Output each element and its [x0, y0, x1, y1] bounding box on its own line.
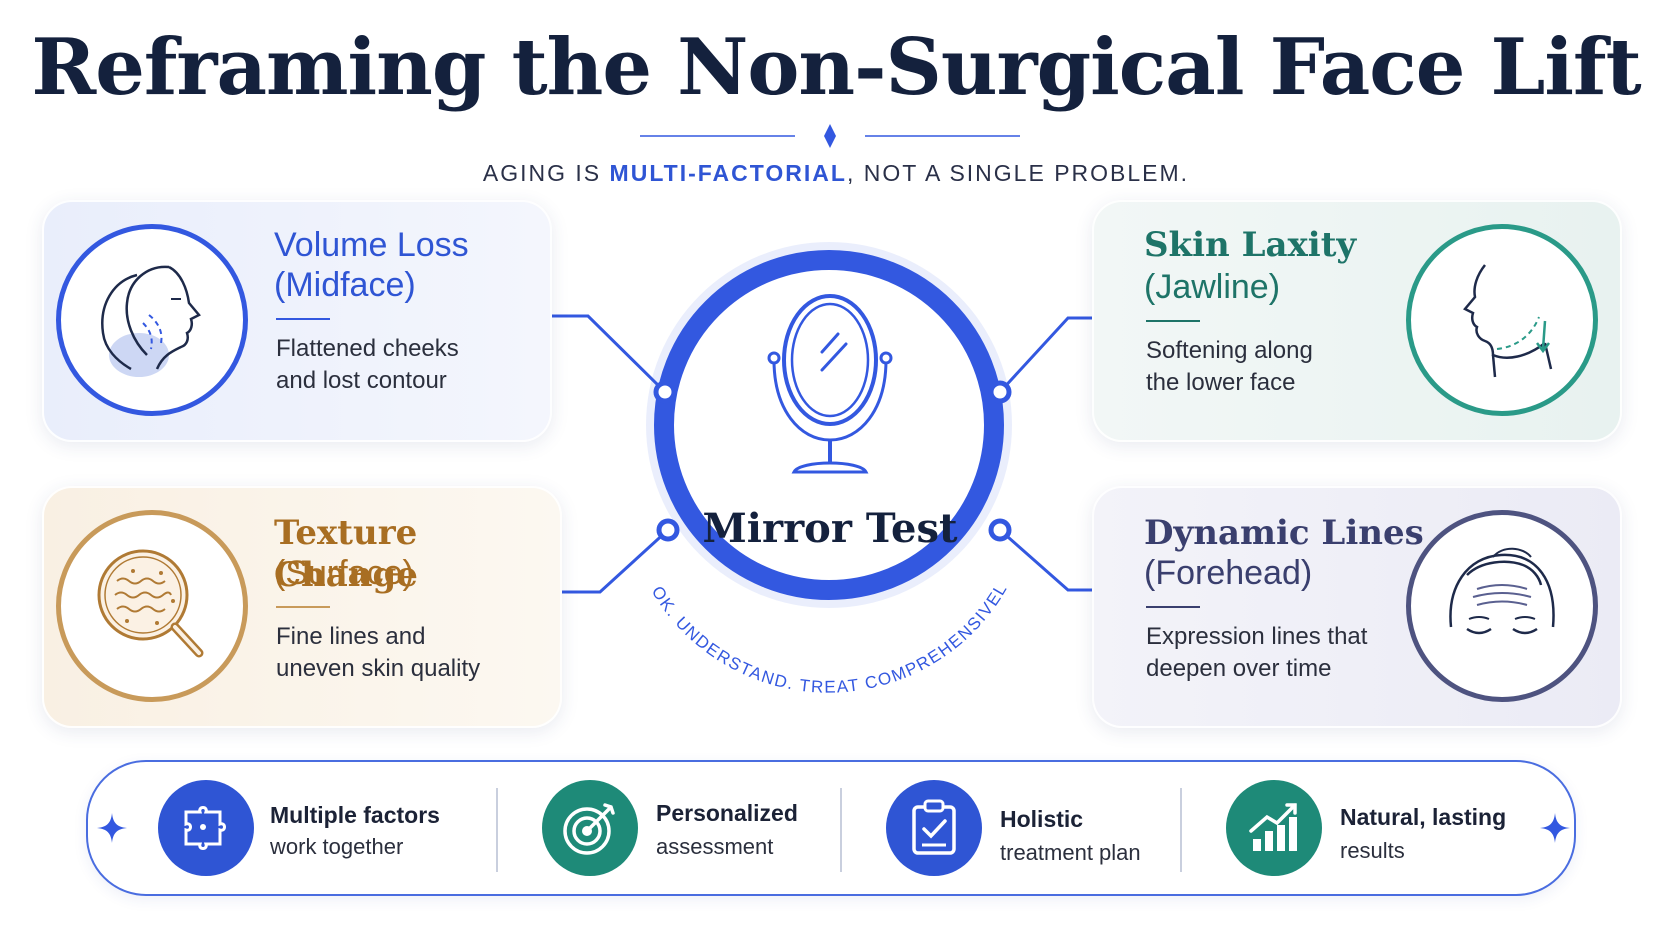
subtitle: AGING IS MULTI-FACTORIAL, NOT A SINGLE P… — [0, 160, 1672, 187]
clipboard-icon — [912, 799, 956, 855]
puzzle-icon — [184, 806, 226, 850]
feature-separator — [496, 788, 498, 872]
feature-title: Multiple factors — [270, 802, 440, 828]
card-skin-laxity: Skin Laxity (Jawline) Softening along th… — [1092, 200, 1622, 442]
feature-bar — [86, 760, 1576, 896]
sparkle-icon — [97, 813, 127, 843]
feature-separator — [1180, 788, 1182, 872]
subtitle-text-start: AGING IS — [482, 160, 610, 186]
feature-subtitle: treatment plan — [1000, 840, 1141, 865]
card-description-line2: uneven skin quality — [276, 655, 481, 682]
sparkle-icon — [1540, 813, 1570, 843]
card-description-line1: Softening along — [1146, 337, 1313, 364]
card-title-line2: (Midface) — [274, 266, 416, 304]
card-underline — [1146, 320, 1200, 322]
card-title-line2: (Forehead) — [1144, 554, 1313, 592]
card-description-line2: deepen over time — [1146, 655, 1332, 682]
face-profile-icon — [101, 265, 201, 377]
lines-icon-circle — [1406, 510, 1598, 702]
volume-icon-circle — [56, 224, 248, 416]
mirror-test-label: Mirror Test — [702, 505, 958, 552]
card-description-line2: the lower face — [1146, 369, 1296, 396]
feature-icon-circle — [886, 780, 982, 876]
subtitle-text-end: , NOT A SINGLE PROBLEM. — [846, 160, 1190, 186]
card-title-line1: Texture Change — [274, 513, 418, 595]
card-description-line1: Fine lines and — [276, 623, 426, 650]
mirror-icon — [767, 294, 893, 474]
feature-subtitle: assessment — [656, 834, 774, 859]
feature-title: Personalized — [656, 800, 798, 826]
feature-subtitle: results — [1340, 838, 1405, 863]
feature-icon-circle — [542, 780, 638, 876]
title-divider — [640, 124, 1020, 148]
magnifier-skin-icon — [97, 549, 204, 658]
card-dynamic-lines: Dynamic Lines (Forehead) Expression line… — [1092, 486, 1622, 728]
diamond-sparkle-icon — [824, 124, 836, 148]
card-texture-change: Texture Change (Surface) Fine lines and … — [42, 486, 562, 728]
jawline-profile-icon — [1463, 264, 1553, 378]
growth-chart-icon — [1249, 803, 1297, 851]
subtitle-highlight: MULTI-FACTORIAL — [609, 160, 847, 186]
feature-icon-circle — [1226, 780, 1322, 876]
feature-title: Holistic — [1000, 806, 1084, 832]
page-title: Reframing the Non-Surgical Face Lift — [31, 22, 1641, 113]
card-underline — [1146, 606, 1200, 608]
card-description-line1: Flattened cheeks — [276, 335, 459, 362]
card-description-line2: and lost contour — [276, 367, 447, 394]
card-title-line2: (Surface) — [274, 554, 414, 592]
card-title-line1: Skin Laxity — [1144, 225, 1357, 265]
card-underline — [276, 318, 330, 320]
forehead-face-icon — [1449, 547, 1555, 635]
card-title-line1: Volume Loss — [274, 226, 469, 264]
card-underline — [276, 606, 330, 608]
card-title-line1: Dynamic Lines — [1144, 513, 1424, 553]
feature-icon-circle — [158, 780, 254, 876]
feature-title: Natural, lasting — [1340, 804, 1507, 830]
skin-icon-circle — [1406, 224, 1598, 416]
card-title-line2: (Jawline) — [1144, 268, 1281, 306]
texture-icon-circle — [56, 510, 248, 702]
card-description-line1: Expression lines that — [1146, 623, 1368, 650]
target-icon — [563, 803, 615, 855]
feature-subtitle: work together — [270, 834, 404, 859]
feature-separator — [840, 788, 842, 872]
card-volume-loss: Volume Loss (Midface) Flattened cheeks a… — [42, 200, 552, 442]
